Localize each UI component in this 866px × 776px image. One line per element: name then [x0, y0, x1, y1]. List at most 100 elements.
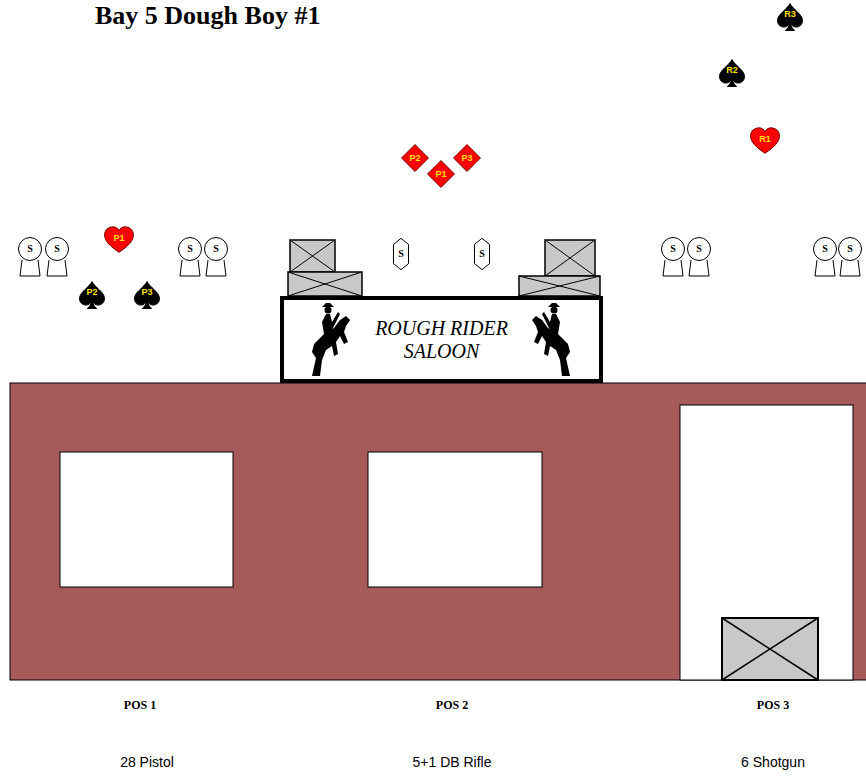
popper-head — [46, 238, 69, 261]
target-label: S — [27, 243, 33, 255]
target-shape — [778, 4, 803, 31]
bronc-rider — [532, 303, 570, 376]
target-label: R1 — [759, 134, 771, 145]
rider-silhouette — [542, 312, 560, 334]
popper-body — [840, 260, 860, 276]
popper-body — [180, 260, 200, 276]
spade-target: R3 — [777, 3, 803, 31]
target-label: P2 — [409, 153, 420, 164]
crate-cross — [290, 240, 335, 272]
diamond-target: P1 — [427, 160, 455, 188]
diamond-target: P2 — [401, 144, 429, 172]
target-label: S — [479, 248, 485, 260]
target-label: P3 — [461, 153, 472, 164]
shotgun-plate: S — [474, 238, 490, 270]
target-label: S — [187, 243, 193, 255]
crate-cross — [288, 272, 362, 296]
popper-head — [662, 238, 685, 261]
bronc-rider — [312, 303, 350, 376]
target-label: P1 — [113, 233, 124, 244]
target-shape — [402, 145, 429, 172]
popper-head — [19, 238, 42, 261]
target-label: S — [670, 243, 676, 255]
rider-silhouette — [322, 312, 340, 334]
target-shape — [454, 145, 481, 172]
window — [60, 452, 233, 587]
firearm-round-count: 28 Pistol — [120, 754, 174, 770]
firearm-round-count: 6 Shotgun — [741, 754, 805, 770]
shotgun-popper: S — [44, 237, 70, 277]
shotgun-popper: S — [686, 237, 712, 277]
rider-head — [551, 307, 558, 314]
heart-target: P1 — [104, 226, 134, 254]
spade-target: R2 — [719, 59, 745, 87]
target-label: S — [213, 243, 219, 255]
diamond-target: P3 — [453, 144, 481, 172]
sign-text: ROUGH RIDER SALOON — [357, 317, 527, 363]
target-label: R2 — [726, 65, 738, 76]
popper-body — [20, 260, 40, 276]
spade-target: P2 — [79, 281, 105, 309]
shotgun-popper: S — [177, 237, 203, 277]
popper-body — [663, 260, 683, 276]
shotgun-popper: S — [660, 237, 686, 277]
firearm-round-count: 5+1 DB Rifle — [413, 754, 492, 770]
popper-body — [206, 260, 226, 276]
target-label: S — [822, 243, 828, 255]
crate-box — [545, 240, 595, 276]
saloon-sign: ROUGH RIDER SALOON — [280, 296, 603, 383]
target-label: P1 — [435, 169, 446, 180]
crate — [290, 240, 335, 272]
crate-box — [290, 240, 335, 272]
position-label: POS 2 — [436, 698, 468, 712]
crate-box — [519, 276, 600, 296]
crate-cross — [519, 276, 600, 296]
rider-head — [325, 307, 332, 314]
target-label: P2 — [86, 287, 97, 298]
popper-head — [688, 238, 711, 261]
crate-cross — [722, 618, 818, 680]
target-shape — [474, 238, 489, 269]
popper-head — [205, 238, 228, 261]
popper-head — [839, 238, 862, 261]
popper-body — [815, 260, 835, 276]
rider-hat — [322, 303, 334, 307]
target-shape — [751, 128, 780, 153]
crate-box — [288, 272, 362, 296]
shotgun-popper: S — [203, 237, 229, 277]
crate — [288, 272, 362, 296]
popper-head — [814, 238, 837, 261]
rider-hat — [548, 303, 560, 307]
crate — [519, 276, 600, 296]
position-label: POS 3 — [757, 698, 789, 712]
doorway — [680, 405, 853, 680]
building-facade — [10, 383, 866, 680]
crate — [722, 618, 818, 680]
popper-body — [47, 260, 67, 276]
target-label: S — [847, 243, 853, 255]
window — [368, 452, 542, 587]
target-label: S — [398, 248, 404, 260]
target-shape — [393, 238, 408, 269]
target-shape — [80, 282, 105, 309]
stage-title: Bay 5 Dough Boy #1 — [95, 1, 320, 31]
target-shape — [105, 227, 134, 252]
shotgun-popper: S — [17, 237, 43, 277]
target-label: S — [696, 243, 702, 255]
popper-body — [689, 260, 709, 276]
heart-target: R1 — [750, 127, 780, 155]
spade-target: P3 — [134, 281, 160, 309]
target-label: S — [54, 243, 60, 255]
target-shape — [428, 161, 455, 188]
crate — [545, 240, 595, 276]
target-shape — [720, 60, 745, 87]
shotgun-popper: S — [812, 237, 838, 277]
target-label: P3 — [141, 287, 152, 298]
target-shape — [135, 282, 160, 309]
position-label: POS 1 — [124, 698, 156, 712]
crate-box — [722, 618, 818, 680]
crate-cross — [545, 240, 595, 276]
popper-head — [179, 238, 202, 261]
